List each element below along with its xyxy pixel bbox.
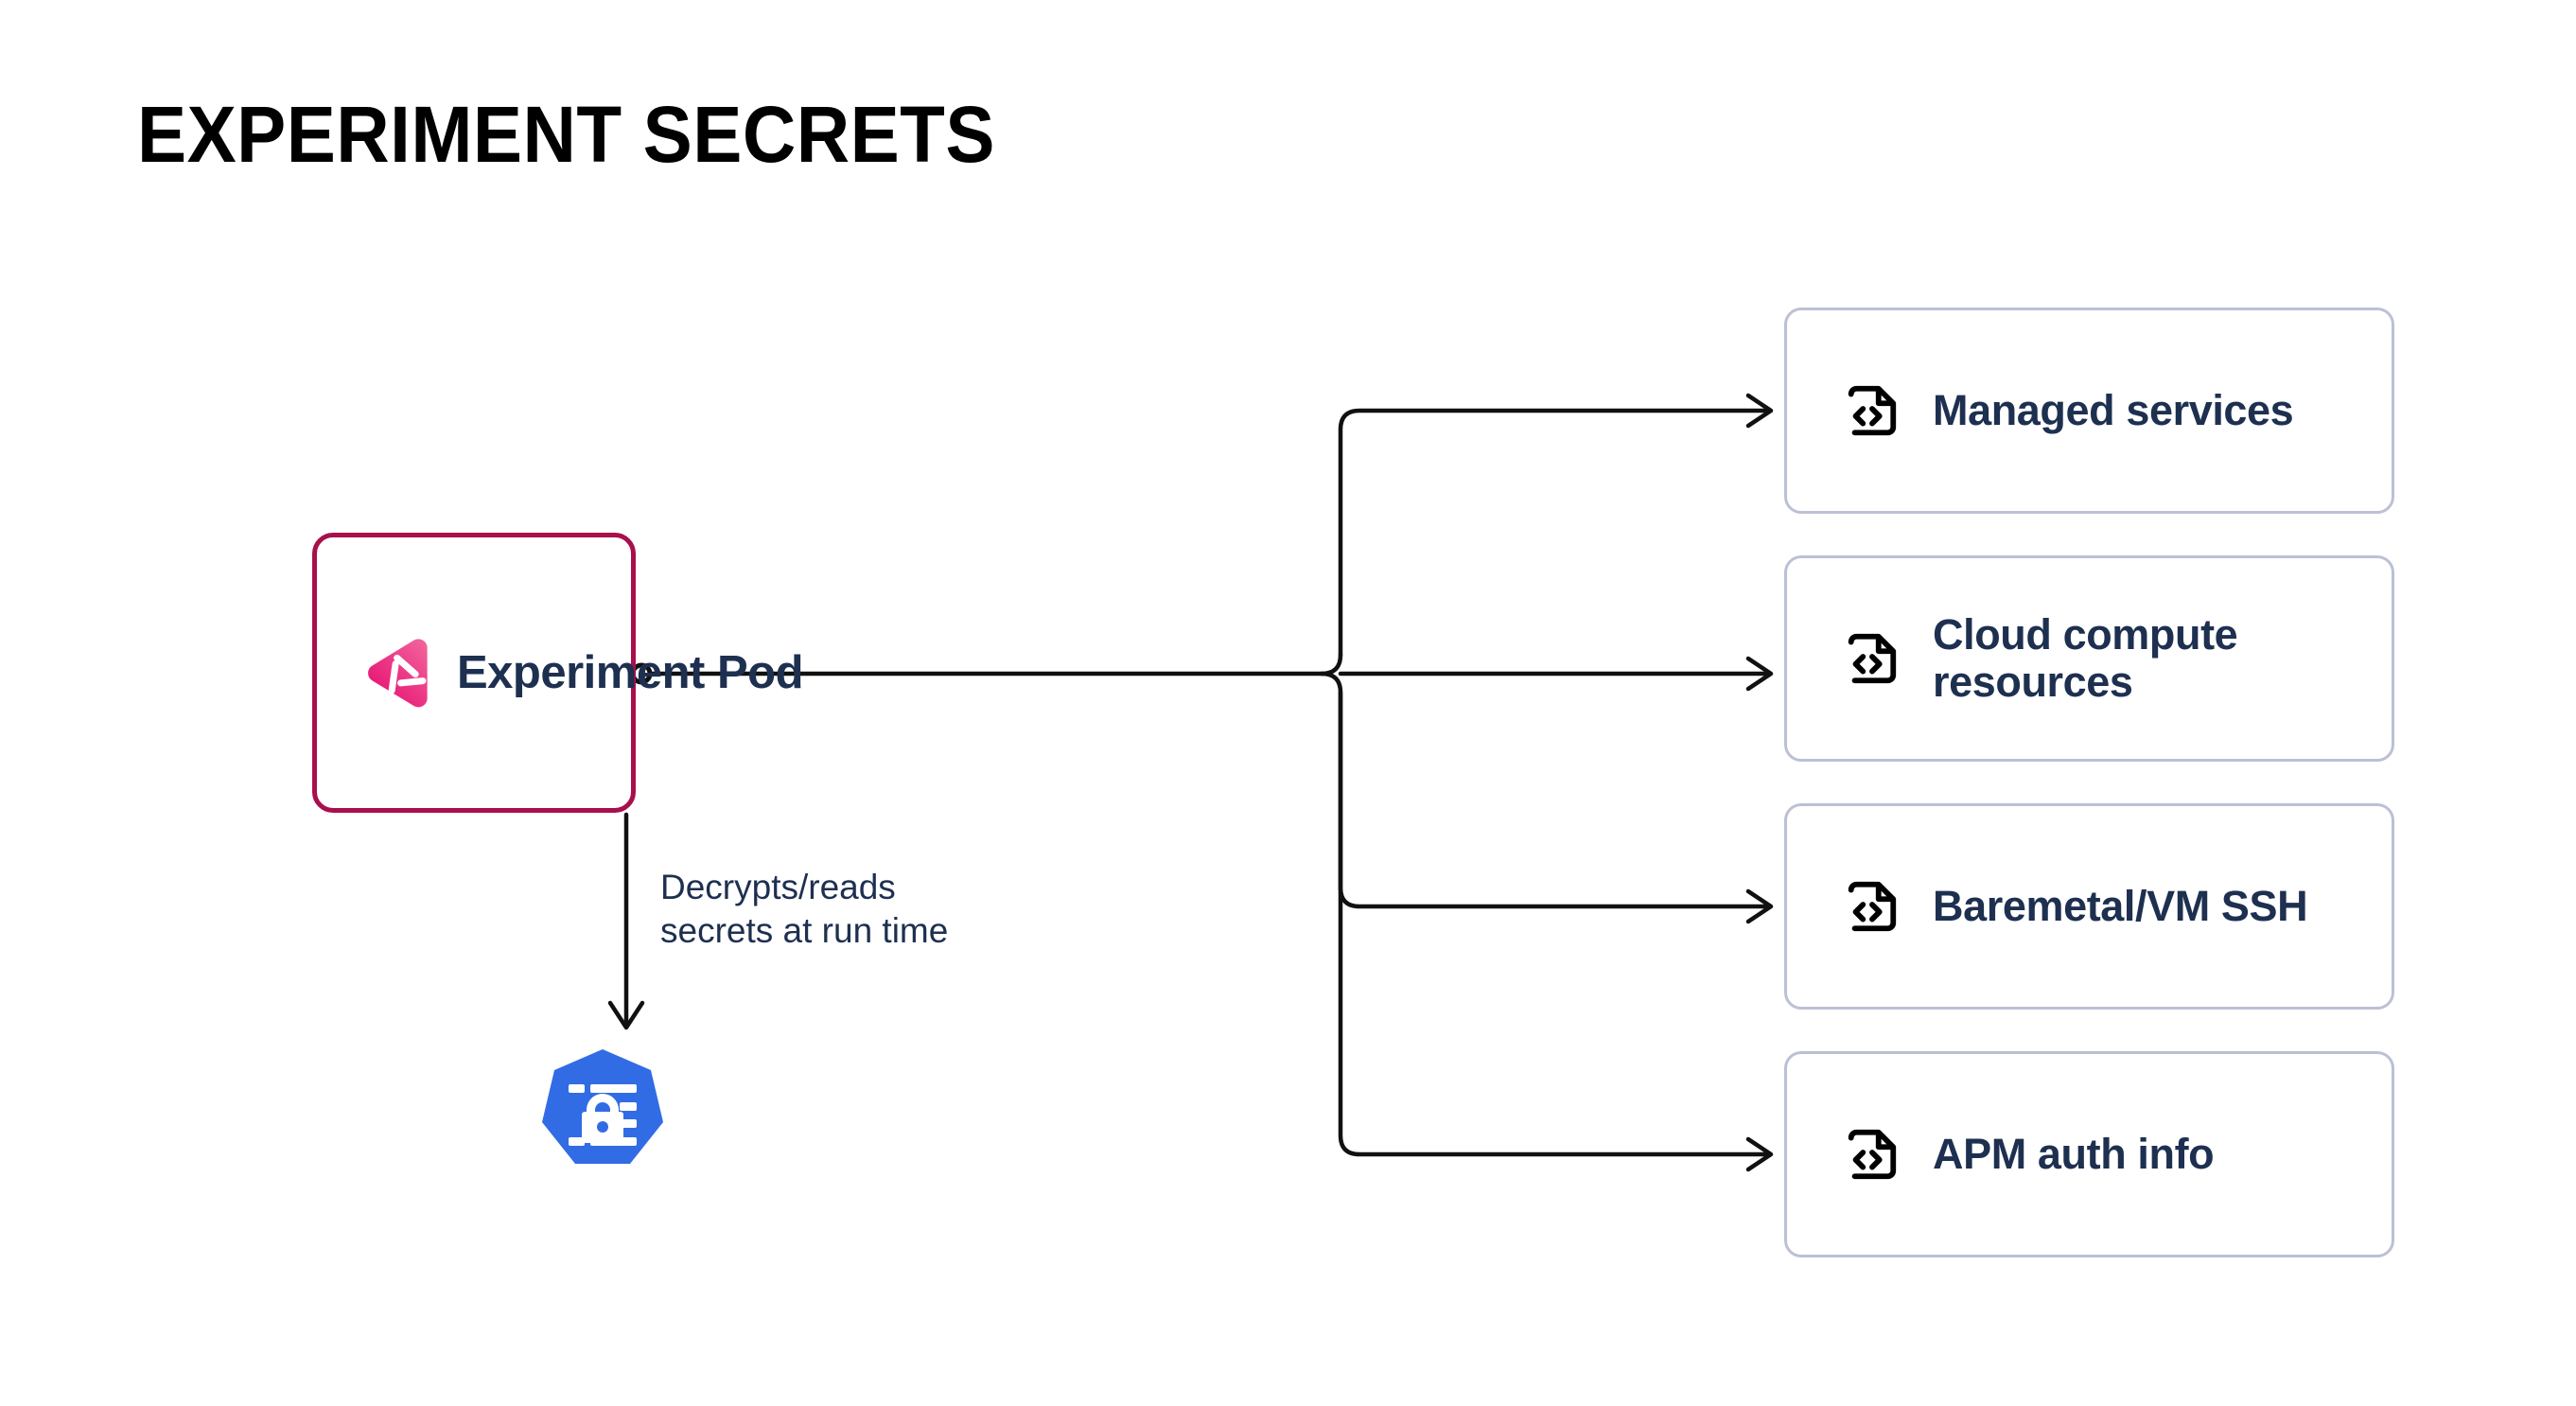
gremlin-logo-icon [368,639,428,708]
target-card-apm-auth-info[interactable]: APM auth info [1784,1051,2394,1257]
file-code-icon [1848,385,1897,436]
arrow-right-icon-managed-services [1745,393,1774,429]
target-card-baremetal-vm-ssh[interactable]: Baremetal/VM SSH [1784,803,2394,1010]
edge-trunk-to-baremetal-ssh [1319,671,1772,909]
target-card-label: Cloud compute resources [1933,609,2238,706]
edge-label-decrypts-reads: Decrypts/reads secrets at run time [660,868,949,951]
page-title: EXPERIMENT SECRETS [137,90,995,179]
arrow-right-icon-cloud-compute [1745,656,1774,692]
kubernetes-secret-node[interactable]: secret [536,1047,669,1199]
target-card-label: APM auth info [1933,1129,2215,1178]
secret-lock-icon [569,1084,637,1146]
target-card-label: Baremetal/VM SSH [1933,881,2308,930]
target-card-managed-services[interactable]: Managed services [1784,308,2394,514]
secret-node-label: secret [566,1157,640,1187]
target-card-cloud-compute-resources[interactable]: Cloud compute resources [1784,555,2394,762]
edge-trunk-to-managed-services [1338,408,1772,658]
edge-corner-up [1319,652,1343,677]
file-code-icon [1848,881,1897,932]
edge-trunk-to-apm-auth [1338,690,1772,1157]
arrow-right-icon-baremetal-ssh [1745,888,1774,924]
experiment-pod-node[interactable]: Experiment Pod [312,533,804,813]
kubernetes-heptagon-icon: secret [542,1049,663,1187]
target-card-label: Managed services [1933,385,2294,434]
arrow-down-icon-secret [607,1000,645,1030]
file-code-icon [1848,1129,1897,1180]
arrow-right-icon-apm-auth [1745,1136,1774,1172]
experiment-pod-label: Experiment Pod [457,647,804,698]
file-code-icon [1848,633,1897,684]
